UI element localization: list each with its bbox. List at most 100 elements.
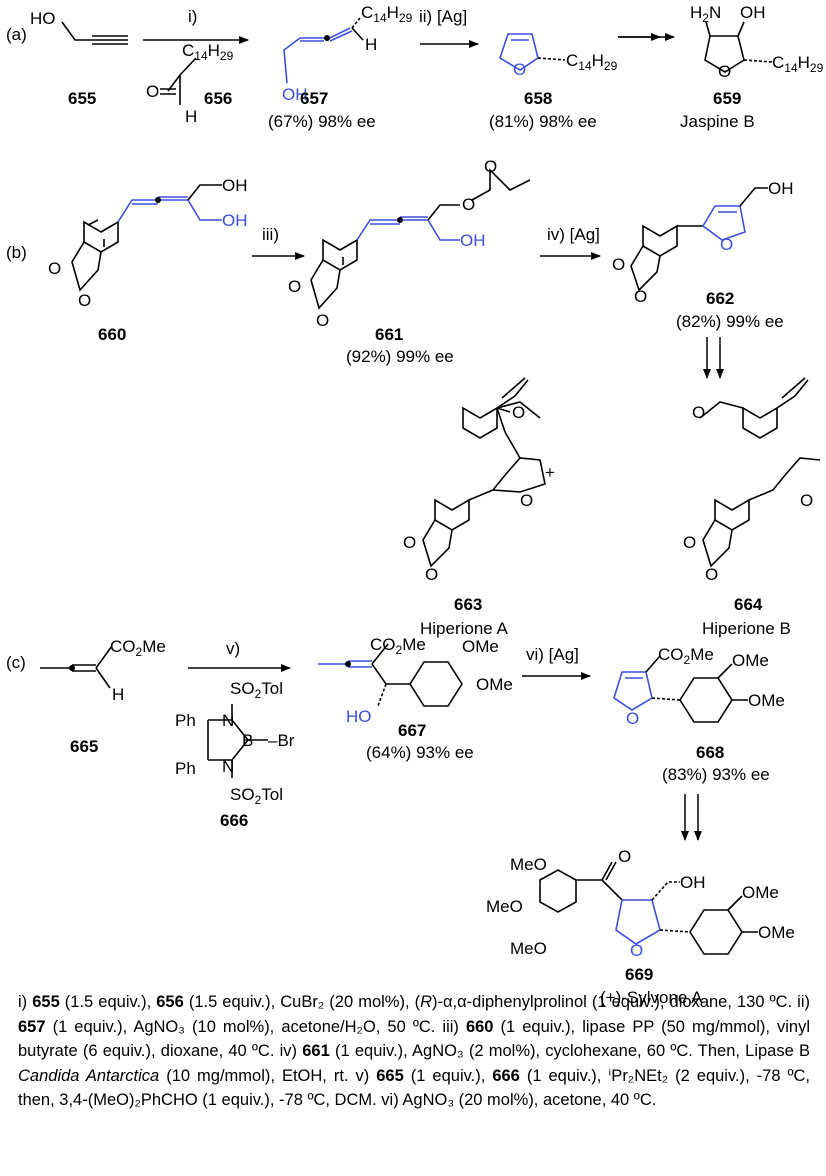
atom-B-666: B [242,731,253,750]
compound-666-number: 666 [220,811,248,830]
atom-OH-660a: OH [222,176,248,195]
allene-center-660 [155,197,161,203]
condition-segment: (1.5 equiv.), CuBr₂ (20 mol%), ( [183,993,421,1011]
condition-segment: 661 [302,1042,330,1060]
atom-O-661a: O [288,277,301,296]
atom-CO2Me-668: CO2Me [658,645,714,667]
atom-O-661b: O [316,311,329,330]
compound-667-yield: (64%) 93% ee [366,743,474,762]
atom-O-663a: O [403,533,416,552]
atom-MeO-669b: MeO [486,897,523,916]
atom-Ph-666b: Ph [175,759,196,778]
compound-657-yield: (67%) 98% ee [268,112,376,131]
reagent-vi: vi) [Ag] [526,645,579,664]
atom-O: O [146,82,159,101]
atom-OMe-667a: OMe [462,637,499,656]
reagent-v: v) [226,639,240,658]
atom-O-660b: O [78,291,91,310]
condition-segment: (1.5 equiv.), [59,993,157,1011]
reagent-ii: ii) [Ag] [419,7,467,26]
atom-O-659: O [718,62,731,81]
atom-O-662b: O [634,287,647,306]
atom-O-664ring: O [800,491,813,510]
condition-segment: (1 equiv.), AgNO₃ (10 mol%), acetone/H₂O… [45,1017,466,1036]
allene-center [324,35,330,41]
condition-segment: R [420,993,433,1011]
condition-segment: 655 [32,993,60,1011]
atom-MeO-669a: MeO [510,855,547,874]
compound-663-name: Hiperione A [420,619,509,638]
atom-MeO-669c: MeO [510,939,547,958]
panel-c-label: (c) [6,653,26,672]
structure-665 [40,645,113,689]
atom-H-657: H [365,35,377,54]
panel-b-label: (b) [6,243,27,262]
reaction-conditions: i) 655 (1.5 equiv.), 656 (1.5 equiv.), C… [18,990,810,1113]
atom-C14H29-658: C14H29 [566,51,618,73]
compound-661-number: 661 [375,325,403,344]
structure-663 [422,377,546,568]
compound-667-number: 667 [398,721,426,740]
atom-C14H29: C14H29 [182,41,234,63]
atom-SO2Tol-a: SO2Tol [230,679,283,701]
atom-Ph-666a: Ph [175,711,196,730]
atom-O-663ring: O [520,491,533,510]
condition-segment: 660 [465,1017,494,1036]
allene-center-661 [397,217,403,223]
atom-O-663ketone: O [512,403,525,422]
structure-666 [207,704,268,778]
condition-segment: 665 [376,1066,404,1085]
atom-N-666b: N [222,757,234,776]
atom-O-658: O [513,60,526,79]
atom-O-664a: O [683,533,696,552]
compound-662-number: 662 [706,289,734,308]
condition-segment: (1 equiv.), [403,1066,493,1085]
compound-657-number: 657 [300,89,328,108]
atom-SO2Tol-b: SO2Tol [230,785,283,807]
condition-segment: (1 equiv.), AgNO₃ (2 mol%), cyclohexane,… [329,1042,810,1060]
atom-O-661carbonyl: O [484,157,497,176]
condition-segment: i) [18,993,33,1011]
atom-OH-659: OH [740,3,766,22]
structure-655 [61,21,128,45]
compound-668-yield: (83%) 93% ee [662,765,770,784]
structure-669 [539,861,758,955]
atom-O-669ketone: O [618,847,631,866]
atom-O-662a: O [612,255,625,274]
structure-661 [310,168,531,310]
structure-656 [160,57,197,105]
atom-O-669ring: O [630,941,643,960]
atom-OH-657: OH [282,85,308,104]
atom-H2N: H2N [690,3,721,25]
compound-662-yield: (82%) 99% ee [676,312,784,331]
reagent-i: i) [188,7,197,26]
panel-a-label: (a) [6,25,27,44]
atom-O-664b: O [705,565,718,584]
atom-O-668ring: O [626,709,639,728]
condition-segment: (1 equiv.), ⁱPr₂NEt₂ (2 equiv.), -78 ºC,… [18,1066,811,1110]
atom-OMe-668a: OMe [732,651,769,670]
compound-659-name: Jaspine B [680,112,755,131]
compound-665-number: 665 [70,737,98,756]
atom-OMe-669a: OMe [742,883,779,902]
atom-CO2Me-667: CO2Me [370,635,426,657]
compound-663-number: 663 [454,595,482,614]
atom-OH-662: OH [768,179,794,198]
condition-segment: )-α,α-diphenylprolinol (1 equiv.), dioxa… [432,993,810,1011]
compound-660-number: 660 [98,325,126,344]
atom-O-663b: O [425,565,438,584]
atom-Br-666: –Br [268,731,295,750]
compound-664-name: Hiperione B [702,619,791,638]
structure-659 [704,21,773,73]
condition-segment: (1 equiv.), lipase PP (50 mg/mmol), viny… [18,1017,810,1061]
atom-H-665: H [112,685,124,704]
structure-667 [318,643,463,707]
atom-O-664ketone: O [692,403,705,422]
condition-segment: 657 [18,1017,46,1036]
atom-HO: HO [30,9,56,28]
structure-664 [699,377,821,568]
structure-660 [71,184,222,292]
atom-H: H [185,107,197,126]
atom-OH-669: OH [680,873,706,892]
condition-segment: 666 [492,1066,520,1085]
